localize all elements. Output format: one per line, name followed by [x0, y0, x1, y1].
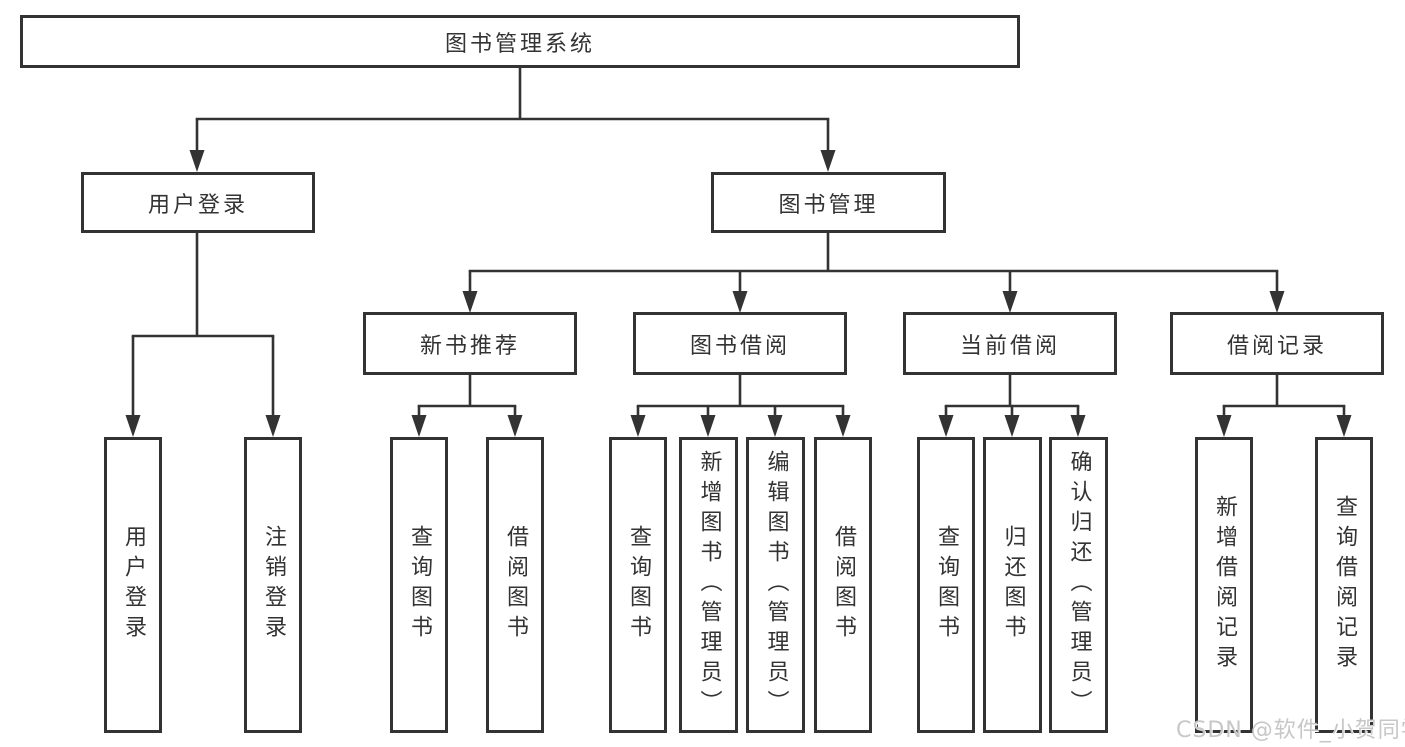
node-leaf-query-books-current: 查询图书: [917, 437, 975, 733]
leaf-label: 注销登录: [261, 525, 286, 645]
node-leaf-logout: 注销登录: [244, 437, 302, 733]
leaf-label: 新增借阅记录: [1212, 495, 1237, 675]
node-leaf-borrow-books-recommend: 借阅图书: [486, 437, 544, 733]
connector-root-to-level2: [189, 68, 836, 172]
leaf-label: 查询图书: [407, 525, 432, 645]
leaf-label: 查询图书: [934, 525, 959, 645]
leaf-label: 用户登录: [121, 525, 146, 645]
node-leaf-user-login: 用户登录: [104, 437, 162, 733]
node-leaf-add-borrow-record: 新增借阅记录: [1195, 437, 1253, 733]
connector-borrow-records-children: [1216, 375, 1352, 437]
connector-current-borrow-children: [938, 375, 1086, 437]
node-book-borrow: 图书借阅: [633, 312, 847, 375]
node-leaf-edit-books-admin: 编辑图书（管理员）: [746, 437, 805, 733]
node-current-borrow: 当前借阅: [903, 312, 1117, 375]
node-leaf-add-books-admin: 新增图书（管理员）: [679, 437, 738, 733]
node-user-login: 用户登录: [81, 172, 315, 233]
leaf-label: 归还图书: [1000, 525, 1026, 645]
node-leaf-query-books-borrow: 查询图书: [609, 437, 667, 733]
node-book-management: 图书管理: [711, 172, 946, 233]
connector-book-management-children: [462, 233, 1285, 313]
leaf-label: 查询借阅记录: [1332, 495, 1357, 675]
node-new-book-recommend: 新书推荐: [363, 312, 577, 375]
node-leaf-query-books-recommend: 查询图书: [390, 437, 448, 733]
node-root-system: 图书管理系统: [20, 15, 1020, 68]
connector-book-borrow-children: [630, 375, 851, 437]
leaf-label: 查询图书: [626, 525, 651, 645]
node-leaf-return-books: 归还图书: [983, 437, 1042, 733]
leaf-label: 编辑图书（管理员）: [763, 450, 789, 720]
leaf-label: 借阅图书: [831, 525, 856, 645]
leaf-label: 新增图书（管理员）: [696, 450, 722, 720]
node-borrow-records: 借阅记录: [1170, 312, 1384, 375]
leaf-label: 借阅图书: [503, 525, 528, 645]
leaf-label: 确认归还（管理员）: [1066, 450, 1092, 720]
csdn-watermark: CSDN @软件_小贺同学: [1176, 718, 1405, 743]
connector-user-login-children: [125, 233, 281, 437]
node-leaf-borrow-books: 借阅图书: [814, 437, 872, 733]
node-leaf-confirm-return-admin: 确认归还（管理员）: [1049, 437, 1108, 733]
node-leaf-query-borrow-record: 查询借阅记录: [1315, 437, 1373, 733]
connector-new-book-recommend-children: [411, 375, 523, 437]
